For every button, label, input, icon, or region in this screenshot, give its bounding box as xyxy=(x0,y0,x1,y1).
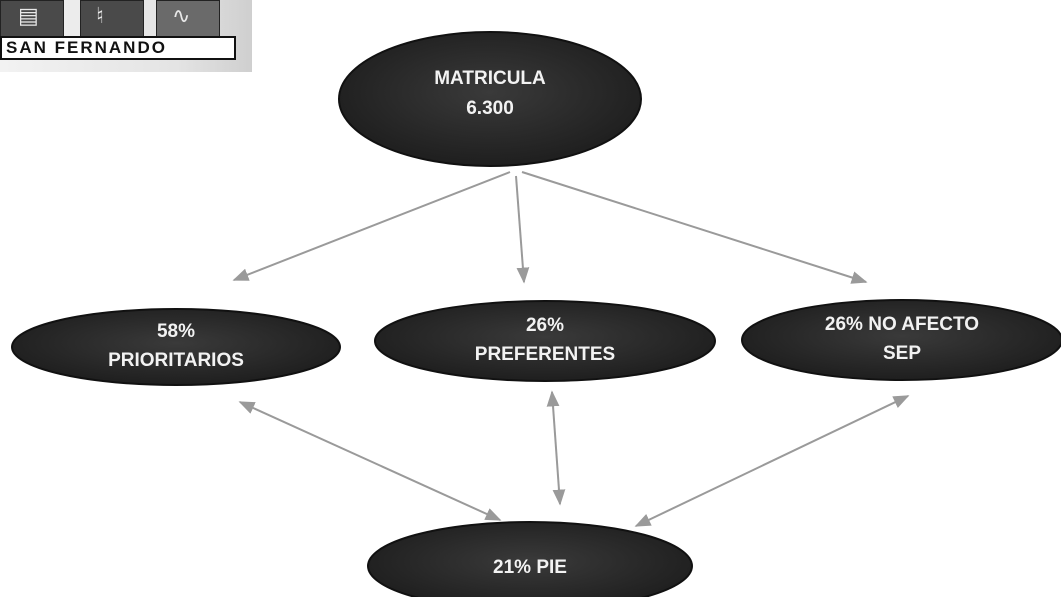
connectors xyxy=(232,171,910,527)
node-prioritarios: 58% PRIORITARIOS xyxy=(11,308,341,386)
arrow-matricula-prioritarios xyxy=(232,171,511,281)
node-no-afecto-line2: SEP xyxy=(883,343,921,364)
swirl-icon: ∿ xyxy=(172,4,191,29)
node-preferentes-line2: PREFERENTES xyxy=(475,344,615,365)
logo: ▤ ♮ ∿ SAN FERNANDO xyxy=(0,0,252,72)
node-matricula-line2: 6.300 xyxy=(466,98,514,119)
logo-tile xyxy=(156,0,220,38)
node-no-afecto-line1: 26% NO AFECTO xyxy=(825,314,979,335)
logo-text: SAN FERNANDO xyxy=(0,36,236,60)
node-preferentes-line1: 26% xyxy=(526,315,564,336)
node-matricula-line1: MATRICULA xyxy=(434,68,546,89)
people-icon: ♮ xyxy=(96,4,104,29)
arrow-matricula-preferentes xyxy=(515,175,530,284)
node-preferentes: 26% PREFERENTES xyxy=(374,300,716,382)
node-pie-line1: 21% PIE xyxy=(493,557,567,578)
logo-tile xyxy=(0,0,64,38)
node-matricula: MATRICULA 6.300 xyxy=(338,31,642,167)
node-pie: 21% PIE xyxy=(367,521,693,597)
arrow-no-afecto-pie xyxy=(634,395,910,527)
node-prioritarios-line2: PRIORITARIOS xyxy=(108,350,244,371)
arrow-preferentes-pie xyxy=(546,390,566,506)
arrow-matricula-no-afecto xyxy=(521,171,868,284)
node-prioritarios-line1: 58% xyxy=(157,321,195,342)
node-no-afecto: 26% NO AFECTO SEP xyxy=(741,299,1061,381)
book-icon: ▤ xyxy=(18,4,39,29)
arrow-prioritarios-pie xyxy=(238,401,502,521)
